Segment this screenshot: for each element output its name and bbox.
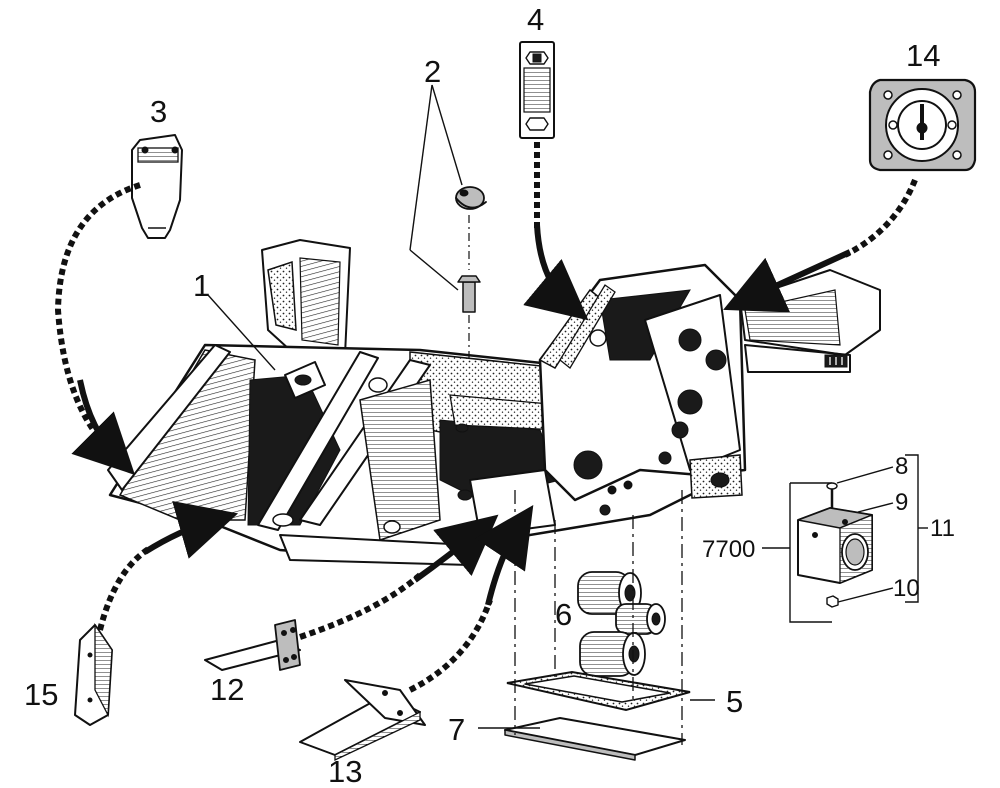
callout-14: 14 (906, 38, 940, 73)
callout-8: 8 (895, 453, 908, 480)
part-4-sight-glass (519, 41, 555, 139)
callout-11: 11 (930, 515, 955, 542)
callout-9: 9 (895, 489, 908, 516)
callout-15: 15 (24, 677, 58, 712)
part-3-component (131, 134, 183, 239)
callout-13: 13 (328, 754, 362, 788)
callout-10: 10 (893, 575, 920, 602)
part-15-angle-bracket (74, 622, 113, 726)
part-6-filter-cartridges (577, 571, 666, 677)
callout-1: 1 (193, 268, 210, 303)
part-2-bolt-and-cap (409, 84, 487, 360)
part-7-cover-plate (504, 717, 686, 761)
part-14-gauge-panel (868, 78, 977, 172)
part-12-bracket (204, 619, 301, 671)
callout-6: 6 (555, 597, 572, 632)
callout-2: 2 (424, 54, 441, 89)
clamp-assembly-8-11 (762, 454, 928, 623)
callout-5: 5 (726, 684, 743, 719)
part-13-support (299, 679, 426, 762)
callout-12: 12 (210, 672, 244, 707)
callout-7700: 7700 (702, 536, 755, 563)
assembly-arrows (54, 142, 918, 729)
callout-4: 4 (527, 2, 544, 37)
part-5-gasket (506, 670, 691, 712)
callout-labels: 1 2 3 4 5 6 7 8 9 10 11 12 13 14 15 7700 (24, 2, 955, 788)
callout-7: 7 (448, 712, 465, 747)
main-frame-part-1 (107, 239, 881, 566)
callout-3: 3 (150, 94, 167, 129)
